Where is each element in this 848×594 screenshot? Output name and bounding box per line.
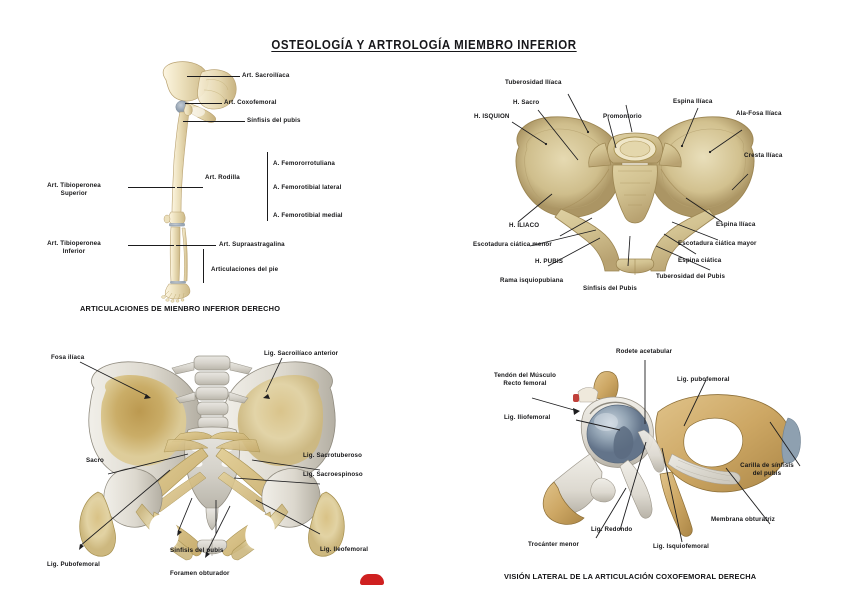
label-art-sacroiliaca: Art. Sacroilíaca [242,72,290,79]
label-rodete-acetabular: Rodete acetabular [616,348,673,355]
label-trocanter-menor: Trocánter menor [528,541,580,548]
leader-line [185,103,222,104]
label-h-pubis: H. PUBIS [535,258,564,265]
label-espina-iliaca-sup: Espina Ilíaca [673,98,713,105]
label-tuberosidad-iliaca: Tuberosidad Ilíaca [505,79,562,86]
page-title: OSTEOLOGÍA Y ARTROLOGÍA MIEMBRO INFERIOR [271,38,577,52]
label-tendon-recto-femoral: Tendón del Músculo Recto femoral [493,372,557,388]
label-lig-ileofemoral: Lig. Ileofemoral [320,546,369,553]
red-marker [360,574,384,585]
leader-line [176,245,216,246]
label-escotadura-menor: Escotadura ciática menor [473,241,552,248]
label-ala-fosa-iliaca: Ala-Fosa Ilíaca [736,110,782,117]
label-lig-sacroiliaco: Lig. Sacroilíaco anterior [264,350,339,357]
label-membrana-obturatriz: Membrana obturatriz [711,516,776,523]
figure3-pelvis-ligaments-art [79,355,345,561]
label-femorotibial-lateral: A. Femorotibial lateral [273,184,342,191]
bracket-line [267,152,268,221]
figure1-skeleton-art [161,61,237,303]
leader-line [128,245,174,246]
label-supraastragalina: Art. Supraastragalina [219,241,285,248]
label-lig-sacrotuberoso: Lig. Sacrotuberoso [303,452,363,459]
label-espina-iliaca-inf: Espina Ilíaca [716,221,756,228]
label-carilla-sinfisis: Carilla de sínfisis del pubis [740,462,794,478]
label-tibioperonea-inferior: Art. Tibioperonea Inferior [47,240,101,256]
figure4-caption: VISIÓN LATERAL DE LA ARTICULACIÓN COXOFE… [504,572,757,581]
leader-line [177,187,203,188]
label-h-sacro: H. Sacro [513,99,540,106]
label-articulaciones-pie: Articulaciones del pie [211,266,279,273]
leader-line [183,121,245,122]
label-art-coxofemoral: Art. Coxofemoral [224,99,277,106]
label-lig-pubofemoral-fig4: Lig. pubofemoral [677,376,730,383]
leader-line [187,76,240,77]
label-escotadura-mayor: Escotadura ciática mayor [678,240,757,247]
leader-line [128,187,175,188]
label-foramen-obturador: Foramen obturador [170,570,230,577]
label-sinfisis-pubis-fig2: Sínfisis del Pubis [583,285,637,292]
label-lig-pubofemoral-fig3: Lig. Pubofemoral [47,561,100,568]
bracket-line [203,249,204,283]
label-lig-iliofemoral: Lig. Iliofemoral [504,414,551,421]
label-promontorio: Promontorio [603,113,642,120]
label-tuberosidad-pubis: Tuberosidad del Pubis [656,273,726,280]
label-tibioperonea-superior: Art. Tibioperonea Superior [47,182,101,198]
label-femororrotuliana: A. Femororrotuliana [273,160,335,167]
figure3-leader-lines [79,357,321,558]
label-cresta-iliaca: Cresta Ilíaca [744,152,783,159]
label-lig-redondo: Lig. Redondo [591,526,633,533]
label-femorotibial-medial: A. Femorotibial medial [273,212,343,219]
figure2-leader-lines [511,93,749,271]
figure4-hip-joint-art [542,371,801,537]
label-sacro: Sacro [86,457,104,464]
label-sinfisis-pubis: Sínfisis del pubis [247,117,301,124]
label-lig-isquiofemoral: Lig. Isquiofemoral [653,543,709,550]
label-fosa-iliaca: Fosa ilíaca [51,354,85,361]
label-lig-sacroespinoso: Lig. Sacroespinoso [303,471,363,478]
label-h-iliaco: H. ILIACO [509,222,540,229]
label-sinfisis-pubis-fig3: Sínfisis del pubis [170,547,224,554]
figure1-caption: ARTICULACIONES DE MIENBRO INFERIOR DEREC… [80,304,281,313]
figure4-leader-lines [531,360,801,543]
label-espina-ciatica: Espina ciática [678,257,722,264]
label-rama-isquiopubiana: Rama isquiopubiana [500,277,564,284]
label-h-isquion: H. ISQUION [474,113,510,120]
label-art-rodilla: Art. Rodilla [205,174,240,181]
